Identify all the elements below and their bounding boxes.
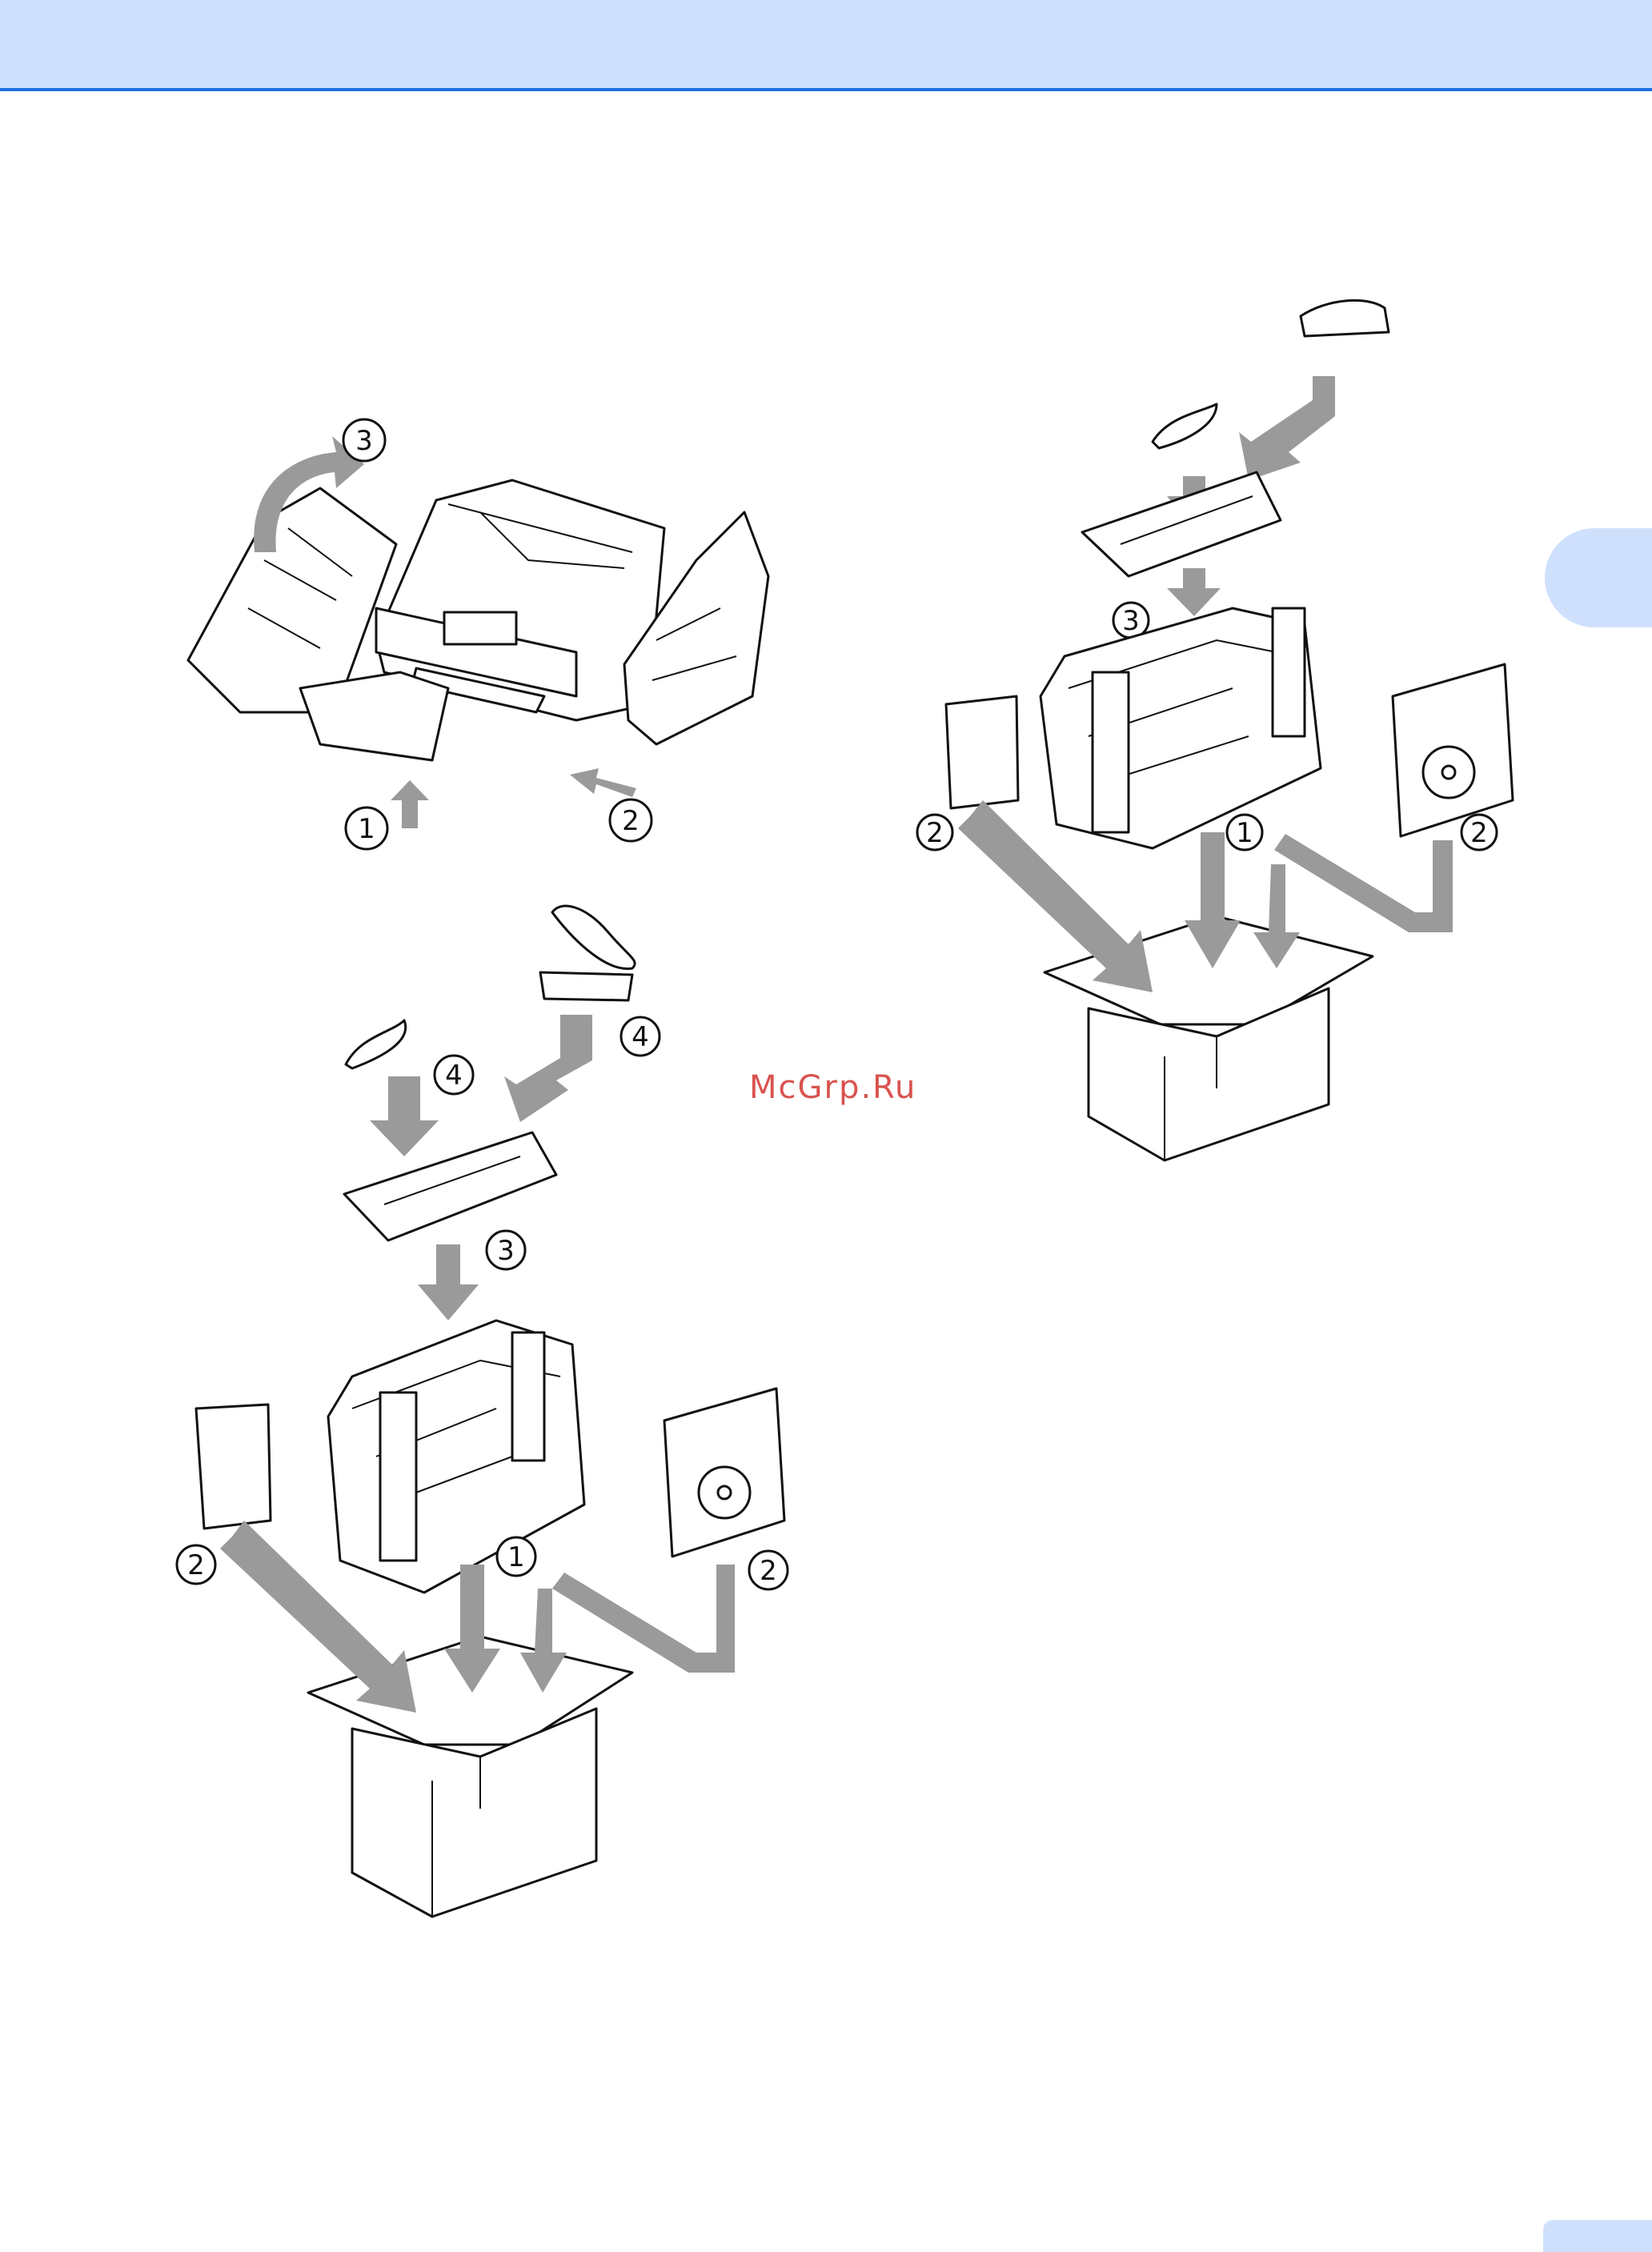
svg-text:4: 4 bbox=[632, 1021, 649, 1053]
svg-text:1: 1 bbox=[507, 1541, 525, 1573]
svg-text:2: 2 bbox=[760, 1555, 777, 1587]
right-down-arrow-cradle bbox=[1239, 376, 1335, 480]
callout-1-top-left: 1 bbox=[346, 807, 387, 849]
bottom-foam-piece bbox=[300, 672, 448, 760]
up-arrow bbox=[391, 780, 429, 828]
svg-text:3: 3 bbox=[1122, 605, 1140, 637]
callout-3-top-left: 3 bbox=[343, 419, 385, 461]
svg-text:1: 1 bbox=[1236, 817, 1253, 849]
down-arrow-tray bbox=[418, 1244, 479, 1320]
right-document-sheet bbox=[946, 696, 1018, 808]
handset-cradle bbox=[540, 972, 632, 1000]
callout-1-right: 1 bbox=[1227, 815, 1262, 850]
right-accessory-tray bbox=[1082, 472, 1281, 576]
callout-3-left: 3 bbox=[487, 1231, 525, 1269]
right-packed-foam-left bbox=[1093, 672, 1129, 832]
cd-hole bbox=[718, 1486, 731, 1499]
right-down-arrow-tray bbox=[1167, 568, 1221, 616]
svg-text:3: 3 bbox=[355, 425, 373, 457]
arrow-cd-to-box bbox=[552, 1565, 735, 1673]
right-handset-cradle bbox=[1301, 300, 1389, 336]
svg-text:3: 3 bbox=[497, 1235, 515, 1267]
callout-2-left-b: 2 bbox=[749, 1551, 788, 1589]
svg-text:2: 2 bbox=[622, 805, 640, 837]
packed-foam-right bbox=[512, 1332, 544, 1461]
right-arrow-cd-to-box bbox=[1274, 834, 1453, 932]
printer-lcd bbox=[444, 612, 516, 644]
callout-1-left: 1 bbox=[497, 1537, 535, 1576]
telephone-handset bbox=[552, 906, 635, 968]
document-sheet-left bbox=[196, 1404, 271, 1529]
illustration-repack-left: 4 4 3 1 2 bbox=[177, 906, 788, 1917]
down-arrow-cable bbox=[370, 1076, 439, 1156]
illustration-remove-foam: 1 2 3 bbox=[188, 419, 768, 849]
callout-2-top-left: 2 bbox=[610, 799, 652, 841]
svg-text:2: 2 bbox=[1470, 817, 1488, 849]
right-cable-bundle bbox=[1153, 404, 1217, 448]
svg-text:2: 2 bbox=[187, 1549, 205, 1581]
cable-bundle bbox=[346, 1020, 406, 1068]
callout-2-left-a: 2 bbox=[177, 1545, 215, 1584]
illustration-repack-right: 3 1 2 2 bbox=[917, 300, 1513, 1160]
right-cd-hole bbox=[1442, 766, 1455, 779]
packed-printer bbox=[328, 1320, 584, 1593]
accessory-tray bbox=[344, 1132, 556, 1240]
svg-text:2: 2 bbox=[926, 817, 944, 849]
callout-2-right-a: 2 bbox=[917, 815, 952, 850]
callout-2-right-b: 2 bbox=[1462, 815, 1497, 850]
right-packed-foam-right bbox=[1273, 608, 1305, 736]
left-arrow bbox=[570, 768, 636, 797]
svg-text:1: 1 bbox=[358, 813, 375, 845]
packed-foam-left bbox=[380, 1392, 416, 1561]
callout-4-left-b: 4 bbox=[621, 1017, 660, 1056]
down-arrow-handset bbox=[504, 1015, 592, 1122]
callout-4-left-a: 4 bbox=[435, 1056, 473, 1094]
svg-text:4: 4 bbox=[445, 1060, 463, 1092]
